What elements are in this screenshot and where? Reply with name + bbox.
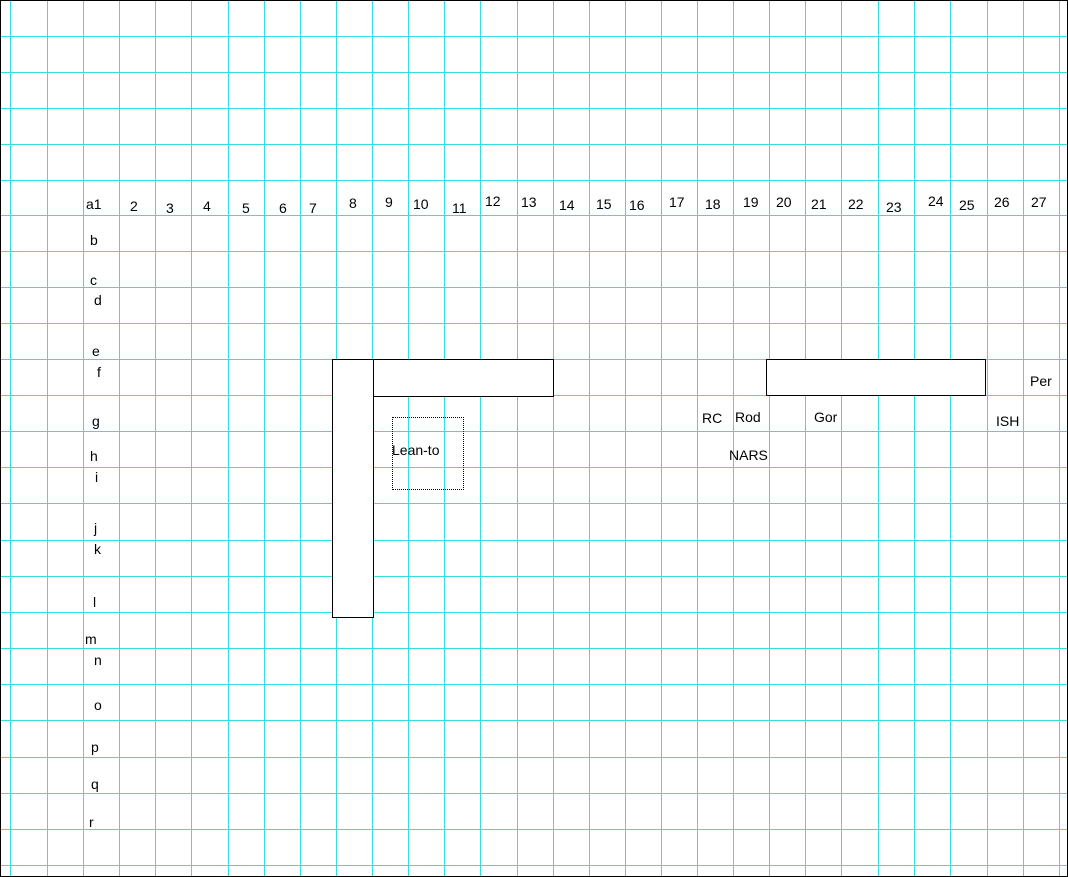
column-label-18: 18 [705, 196, 721, 212]
column-label-8: 8 [349, 195, 357, 211]
column-label-26: 26 [994, 194, 1010, 210]
row-label-o: o [94, 697, 102, 713]
column-label-17: 17 [669, 194, 685, 210]
column-label-14: 14 [559, 197, 575, 213]
row-label-q: q [91, 776, 99, 792]
gor-label: Gor [814, 409, 838, 425]
column-label-9: 9 [385, 194, 393, 210]
column-label-2: 2 [130, 198, 138, 214]
nars-label: NARS [729, 447, 768, 463]
column-label-21: 21 [811, 196, 827, 212]
column-label-5: 5 [242, 200, 250, 216]
column-label-15: 15 [596, 196, 612, 212]
row-label-c: c [90, 272, 97, 288]
lean-to-label: Lean-to [392, 442, 440, 458]
column-label-3: 3 [166, 200, 174, 216]
column-label-4: 4 [203, 198, 211, 214]
row-label-f: f [97, 364, 101, 380]
column-label-12: 12 [485, 193, 501, 209]
column-label-22: 22 [848, 196, 864, 212]
lean-to-area [392, 417, 464, 490]
column-label-11: 11 [452, 200, 467, 216]
row-label-i: i [95, 469, 99, 485]
row-label-m: m [85, 631, 97, 647]
row-label-d: d [94, 292, 102, 308]
row-label-h: h [90, 448, 98, 464]
row-label-p: p [91, 739, 99, 755]
row-label-j: j [94, 520, 98, 536]
row-label-b: b [90, 232, 98, 248]
column-label-27: 27 [1031, 194, 1047, 210]
column-label-6: 6 [279, 200, 287, 216]
column-label-7: 7 [309, 200, 317, 216]
rc-label: RC [702, 410, 723, 426]
column-label-a1: a1 [86, 196, 102, 212]
row-label-r: r [89, 814, 94, 830]
column-label-20: 20 [776, 194, 792, 210]
right-building [766, 359, 986, 396]
rod-label: Rod [735, 409, 761, 425]
column-label-19: 19 [743, 194, 759, 210]
row-label-e: e [92, 343, 100, 359]
row-label-k: k [94, 541, 101, 557]
row-label-g: g [92, 413, 100, 429]
column-label-10: 10 [413, 196, 429, 212]
column-label-24: 24 [928, 193, 944, 209]
vertical-building [332, 359, 374, 618]
horizontal-building [373, 359, 554, 397]
per-label: Per [1030, 373, 1052, 389]
ish-label: ISH [996, 413, 1020, 429]
column-label-13: 13 [521, 194, 537, 210]
column-label-23: 23 [886, 199, 902, 215]
column-label-25: 25 [959, 197, 975, 213]
column-label-16: 16 [629, 197, 645, 213]
row-label-n: n [94, 652, 102, 668]
row-label-l: l [93, 594, 97, 610]
